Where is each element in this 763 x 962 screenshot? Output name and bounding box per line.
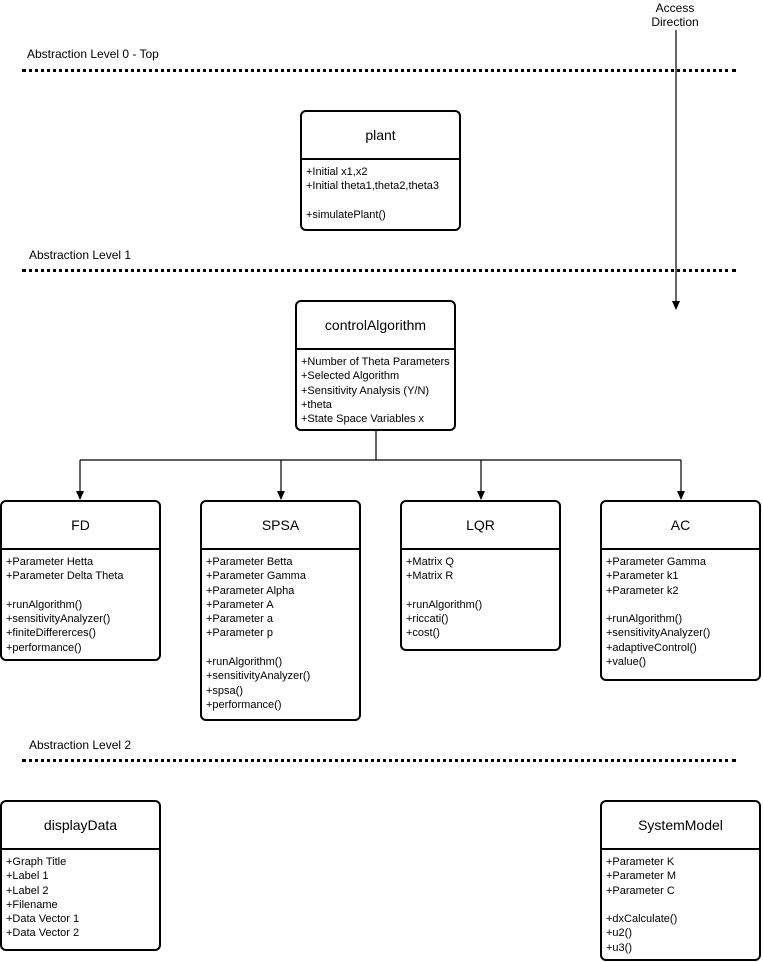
class-name: FD [2, 502, 159, 550]
class-name: controlAlgorithm [297, 302, 454, 350]
class-method: +value() [606, 656, 647, 669]
class-method: +u2() [606, 927, 632, 940]
class-members: +Matrix Q +Matrix R +runAlgorithm() +riccat… [402, 550, 559, 645]
class-method: +finiteDiffererces() [6, 627, 96, 640]
level-1-label: Abstraction Level 1 [29, 248, 132, 262]
class-attribute: +Label 1 [6, 870, 49, 883]
class-attribute: +Data Vector 2 [6, 927, 80, 940]
class-attribute: +Data Vector 1 [6, 913, 80, 926]
class-attribute: +Parameter Hetta [6, 556, 94, 568]
class-attribute: +Parameter Betta [206, 556, 293, 568]
class-attribute: +Initial theta1,theta2,theta3 [306, 180, 440, 193]
class-attribute: +Matrix R [406, 570, 454, 583]
class-attribute: +Parameter K [606, 856, 675, 868]
level-1-divider [22, 269, 736, 272]
class-attribute: +Parameter C [606, 884, 675, 897]
class-attribute: +Filename [6, 898, 58, 911]
class-name: AC [602, 502, 759, 550]
class-method: +runAlgorithm() [606, 613, 683, 626]
class-attribute: +Parameter k1 [606, 570, 679, 583]
level-0-label: Abstraction Level 0 - Top [27, 47, 159, 61]
class-name: displayData [2, 802, 159, 850]
class-attribute: +Parameter p [206, 627, 273, 640]
class-attribute: +Label 2 [6, 884, 49, 897]
class-method: +riccati() [406, 613, 449, 626]
class-method: +spsa() [206, 684, 243, 697]
access-direction-line1: Access [655, 1, 695, 15]
class-name: SPSA [202, 502, 359, 550]
class-fd: FD +Parameter Hetta +Parameter Delta Theta… [0, 500, 161, 661]
class-attribute: +theta [301, 398, 332, 411]
class-method: +runAlgorithm() [406, 598, 483, 611]
class-plant: plant +Initial x1,x2 +Initial theta1,theta… [300, 110, 461, 231]
class-control-algorithm: controlAlgorithm+Number of Theta Paramet… [295, 300, 456, 431]
level-0-divider [22, 69, 736, 72]
class-attribute: +Matrix Q [406, 556, 454, 568]
class-ac: AC +Parameter Gamma +Parameter k1+Paramete… [600, 500, 761, 681]
class-system-model: SystemModel +Parameter K +Parameter M+Para… [600, 800, 761, 961]
class-attribute: +Selected Algorithm [301, 370, 400, 383]
class-attribute: +Parameter Gamma [206, 570, 306, 583]
class-method: +simulatePlant() [306, 208, 386, 221]
class-display-data: displayData+Graph Title+Label 1+Label 2+… [0, 800, 161, 951]
class-method: +performance() [6, 641, 82, 654]
class-name: plant [302, 112, 459, 160]
class-method: +runAlgorithm() [206, 656, 283, 669]
class-attribute: +Parameter Alpha [206, 584, 295, 597]
level-2-divider [22, 759, 736, 762]
class-attribute: +Parameter k2 [606, 584, 679, 597]
class-method: +u3() [606, 941, 632, 954]
access-direction-label: Access Direction [630, 1, 720, 29]
class-members: +Parameter Betta+Parameter Gamma+Paramet… [202, 550, 359, 716]
class-attribute: +Sensitivity Analysis (Y/N) [301, 384, 430, 397]
class-method: +sensitivityAnalyzer() [606, 627, 711, 640]
level-2-label: Abstraction Level 2 [29, 738, 132, 752]
class-attribute: +State Space Variables x [301, 413, 425, 426]
class-members: +Parameter K +Parameter M+Parameter C +dxC… [602, 850, 759, 959]
class-attribute: +Parameter Delta Theta [6, 570, 124, 583]
class-members: +Number of Theta Parameters +Selected Alg… [297, 350, 454, 430]
class-attribute: +Parameter M [606, 870, 676, 883]
class-spsa: SPSA+Parameter Betta+Parameter Gamma+Par… [200, 500, 361, 721]
class-method: +performance() [206, 698, 282, 711]
class-method: +dxCalculate() [606, 913, 678, 926]
class-attribute: +Parameter A [206, 598, 274, 611]
class-attribute: +Parameter a [206, 613, 273, 626]
class-members: +Initial x1,x2 +Initial theta1,theta2,the… [302, 160, 459, 226]
class-lqr: LQR +Matrix Q +Matrix R +runAlgorithm() +ric… [400, 500, 561, 651]
class-members: +Parameter Gamma +Parameter k1+Parameter … [602, 550, 759, 673]
class-attribute: +Number of Theta Parameters [301, 356, 450, 368]
class-method: +sensitivityAnalyzer() [206, 670, 311, 683]
class-name: SystemModel [602, 802, 759, 850]
class-method: +sensitivityAnalyzer() [6, 613, 111, 626]
class-attribute: +Parameter Gamma [606, 556, 706, 568]
class-attribute: +Initial x1,x2 [306, 166, 368, 178]
class-method: +cost() [406, 627, 440, 640]
access-direction-line2: Direction [651, 15, 699, 29]
class-method: +adaptiveControl() [606, 641, 697, 654]
class-members: +Parameter Hetta +Parameter Delta Theta +r… [2, 550, 159, 659]
class-attribute: +Graph Title [6, 856, 67, 868]
class-method: +runAlgorithm() [6, 598, 83, 611]
class-members: +Graph Title +Label 1+Label 2+Filename +Da… [2, 850, 159, 945]
class-name: LQR [402, 502, 559, 550]
